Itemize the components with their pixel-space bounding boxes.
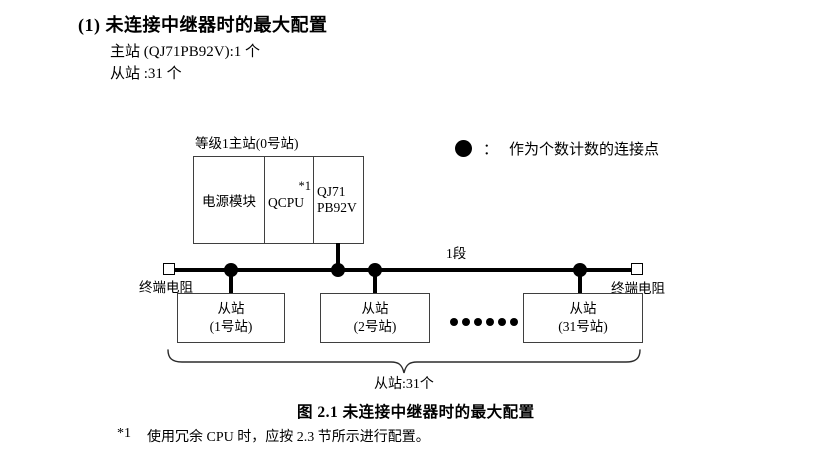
master-count-text: 主站 (QJ71PB92V):1 个 [110,44,261,60]
footnote-text: 使用冗余 CPU 时，应按 2.3 节所示进行配置。 [147,430,430,445]
pb92v-line2: PB92V [317,200,357,215]
master-station-label: 等级1主站(0号站) [195,136,299,151]
connection-point-dot [331,263,345,277]
bus-line [169,268,632,272]
connection-point-dot [224,263,238,277]
cpu-footnote-marker: *1 [298,179,312,193]
figure-caption: 图 2.1 未连接中继器时的最大配置 [297,404,535,421]
footnote-marker: *1 [117,426,131,441]
section-heading: (1) 未连接中继器时的最大配置 [78,15,328,35]
legend: ： 作为个数计数的连接点 [455,138,659,159]
slave31-drop-line [578,271,582,293]
terminator-right-icon [631,263,643,275]
ellipsis-dots-icon [450,318,518,326]
terminator-right-label: 终端电阻 [611,281,665,296]
pb92v-line1: QJ71 [317,184,346,199]
brace-icon [167,349,641,374]
slave31-name: 从站 [569,301,597,316]
slave-station-31-box: 从站 (31号站) [523,293,643,343]
segment-label: 1段 [446,246,467,261]
slave1-drop-line [229,271,233,293]
connection-point-dot [573,263,587,277]
cpu-cell: *1 QCPU [265,157,314,243]
slave1-name: 从站 [217,301,245,316]
footnote: *1 使用冗余 CPU 时，应按 2.3 节所示进行配置。 [117,426,430,446]
terminator-left-label: 终端电阻 [139,280,193,295]
cpu-label: QCPU [268,195,305,210]
power-module-cell: 电源模块 [194,157,265,243]
slave-station-2-box: 从站 (2号站) [320,293,430,343]
slave1-station: (1号站) [209,319,253,334]
slave-count-text: 从站 :31 个 [110,66,182,82]
master-drop-line [336,243,340,270]
slave31-station: (31号站) [558,319,608,334]
pb92v-module-cell: QJ71 PB92V [314,157,363,243]
legend-separator: ： [483,142,499,158]
connection-point-icon [455,140,472,157]
connection-point-dot [368,263,382,277]
brace-label: 从站:31个 [374,377,434,392]
slave2-station: (2号站) [353,319,397,334]
slave2-name: 从站 [361,301,389,316]
master-station-box: 电源模块 *1 QCPU QJ71 PB92V [193,156,364,244]
terminator-left-icon [163,263,175,275]
slave-station-1-box: 从站 (1号站) [177,293,285,343]
legend-text: 作为个数计数的连接点 [509,142,660,158]
slave2-drop-line [373,271,377,293]
